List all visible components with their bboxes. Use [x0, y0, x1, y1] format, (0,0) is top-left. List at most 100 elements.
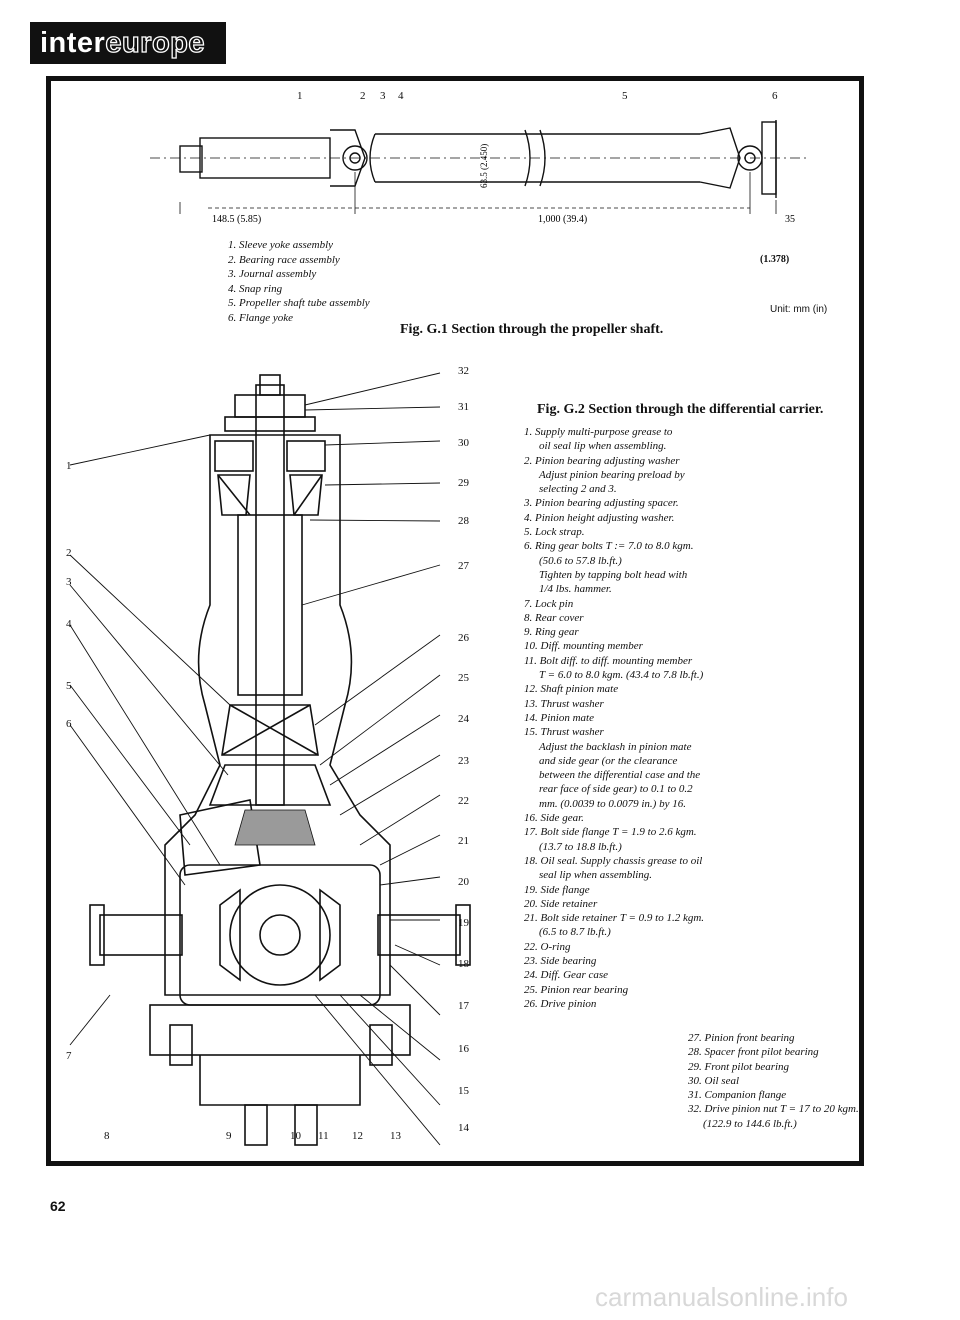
figure1-callout-2: 2 [360, 90, 366, 102]
figure2-callout-24: 24 [458, 713, 469, 725]
figure2-callout-26: 26 [458, 632, 469, 644]
page-frame [46, 76, 864, 1166]
figure2-callout-6: 6 [66, 718, 72, 730]
figure2-callout-20: 20 [458, 876, 469, 888]
page-number: 62 [50, 1198, 66, 1214]
figure2-callout-9: 9 [226, 1130, 232, 1142]
legend-item: 20. Side retainer [524, 897, 598, 910]
figure2-callout-5: 5 [66, 680, 72, 692]
legend-item: 24. Diff. Gear case [524, 969, 609, 982]
legend-item: 6. Flange yoke [228, 311, 294, 324]
legend-item: 14. Pinion mate [524, 711, 594, 724]
figure2-callout-25: 25 [458, 672, 469, 684]
legend-item: selecting 2 and 3. [539, 483, 617, 496]
legend-item: 31. Companion flange [688, 1089, 787, 1102]
figure2-callout-15: 15 [458, 1085, 469, 1097]
legend-item: rear face of side gear) to 0.1 to 0.2 [539, 783, 693, 796]
legend-item: Tighten by tapping bolt head with [539, 568, 688, 581]
figure2-callout-27: 27 [458, 560, 469, 572]
figure2-callout-2: 2 [66, 547, 72, 559]
legend-item: 16. Side gear. [524, 812, 584, 825]
figure2-callout-7: 7 [66, 1050, 72, 1062]
legend-item: 30. Oil seal [688, 1074, 740, 1087]
figure2-callout-1: 1 [66, 460, 72, 472]
legend-item: (50.6 to 57.8 lb.ft.) [539, 554, 622, 567]
figure1-unit-note: Unit: mm (in) [770, 304, 828, 315]
legend-item: 23. Side bearing [524, 954, 597, 967]
figure1-dimension-right: 35 [785, 214, 795, 225]
figure2-callout-8: 8 [104, 1130, 110, 1142]
legend-item: (13.7 to 18.8 lb.ft.) [539, 840, 622, 853]
legend-item: 6. Ring gear bolts T := 7.0 to 8.0 kgm. [524, 540, 694, 553]
legend-item: 26. Drive pinion [524, 997, 597, 1010]
legend-item: 2. Pinion bearing adjusting washer [524, 454, 680, 467]
figure1-callout-1: 1 [297, 90, 303, 102]
legend-item: 4. Snap ring [228, 282, 283, 295]
legend-item: and side gear (or the clearance [539, 754, 678, 767]
legend-item: 17. Bolt side flange T = 1.9 to 2.6 kgm. [524, 826, 697, 839]
brand-logo: intereurope [30, 22, 226, 64]
legend-item: 3. Journal assembly [228, 268, 317, 281]
legend-item: 1/4 lbs. hammer. [539, 583, 612, 596]
legend-item: 19. Side flange [524, 883, 590, 896]
legend-item: (6.5 to 8.7 lb.ft.) [539, 926, 611, 939]
legend-item: 28. Spacer front pilot bearing [688, 1046, 819, 1059]
figure2-legend: 1. Supply multi-purpose grease to oil se… [524, 425, 854, 1011]
legend-item: 1. Sleeve yoke assembly [228, 239, 334, 251]
figure2-callout-28: 28 [458, 515, 469, 527]
figure2-callout-29: 29 [458, 477, 469, 489]
figure2-caption: Fig. G.2 Section through the differentia… [537, 402, 824, 417]
figure2-callout-12: 12 [352, 1130, 363, 1142]
figure1-callout-4: 4 [398, 90, 404, 102]
figure1-dimension-left: 148.5 (5.85) [212, 214, 261, 225]
legend-item: mm. (0.0039 to 0.0079 in.) by 16. [539, 797, 686, 810]
figure1-callout-5: 5 [622, 90, 628, 102]
legend-item: 5. Propeller shaft tube assembly [228, 297, 370, 310]
figure2-legend-continued: 27. Pinion front bearing 28. Spacer fron… [688, 1031, 859, 1131]
figure1-dimension-right-sub: (1.378) [760, 254, 790, 265]
figure2-callout-18: 18 [458, 958, 469, 970]
legend-item: 22. O-ring [524, 940, 571, 953]
legend-item: (122.9 to 144.6 lb.ft.) [703, 1117, 797, 1130]
figure2-callout-10: 10 [290, 1130, 301, 1142]
figure1-caption: Fig. G.1 Section through the propeller s… [400, 322, 664, 337]
legend-item: Adjust the backlash in pinion mate [539, 740, 692, 753]
figure2-callout-23: 23 [458, 755, 469, 767]
legend-item: 1. Supply multi-purpose grease to [524, 426, 673, 438]
legend-item: 29. Front pilot bearing [688, 1060, 790, 1073]
figure2-callout-32: 32 [458, 365, 469, 377]
legend-item: 32. Drive pinion nut T = 17 to 20 kgm. [688, 1103, 859, 1116]
watermark: carmanualsonline.info [595, 1282, 848, 1312]
legend-item: 12. Shaft pinion mate [524, 683, 619, 696]
brand-suffix: europe [105, 26, 206, 59]
differential-carrier-drawing [69, 372, 471, 1146]
figure2-callout-13: 13 [390, 1130, 401, 1142]
legend-item: between the differential case and the [539, 769, 701, 782]
figure1-callout-6: 6 [772, 90, 778, 102]
legend-item: 2. Bearing race assembly [228, 253, 340, 266]
legend-item: 25. Pinion rear bearing [524, 983, 629, 996]
figure2-callout-16: 16 [458, 1043, 469, 1055]
legend-item: 27. Pinion front bearing [688, 1032, 795, 1044]
figure2-callout-17: 17 [458, 1000, 469, 1012]
legend-item: 10. Diff. mounting member [524, 640, 643, 653]
figure2-callout-22: 22 [458, 795, 469, 807]
legend-item: 4. Pinion height adjusting washer. [524, 511, 675, 524]
figure2-callout-3: 3 [66, 576, 72, 588]
figure2-callout-4: 4 [66, 618, 72, 630]
figure2-callout-31: 31 [458, 401, 469, 413]
legend-item: seal lip when assembling. [539, 869, 653, 882]
legend-item: Adjust pinion bearing preload by [539, 468, 685, 481]
legend-item: 7. Lock pin [524, 597, 574, 610]
legend-item: 18. Oil seal. Supply chassis grease to o… [524, 854, 703, 867]
legend-item: 9. Ring gear [524, 626, 579, 639]
legend-item: 8. Rear cover [524, 611, 584, 624]
brand-prefix: inter [40, 27, 106, 59]
propeller-shaft-drawing: 1 148.5 (5.85) 1,000 (39.4) 35 63.5 (2.4… [150, 120, 810, 225]
figure1-dimension-middle: 1,000 (39.4) [538, 214, 587, 225]
figure2-callout-14: 14 [458, 1122, 469, 1134]
figure2-callout-21: 21 [458, 835, 469, 847]
figure1-dimension-diameter: 63.5 (2.450) [479, 144, 489, 188]
legend-item: oil seal lip when assembling. [539, 440, 667, 453]
figure2-callout-11: 11 [318, 1130, 329, 1142]
